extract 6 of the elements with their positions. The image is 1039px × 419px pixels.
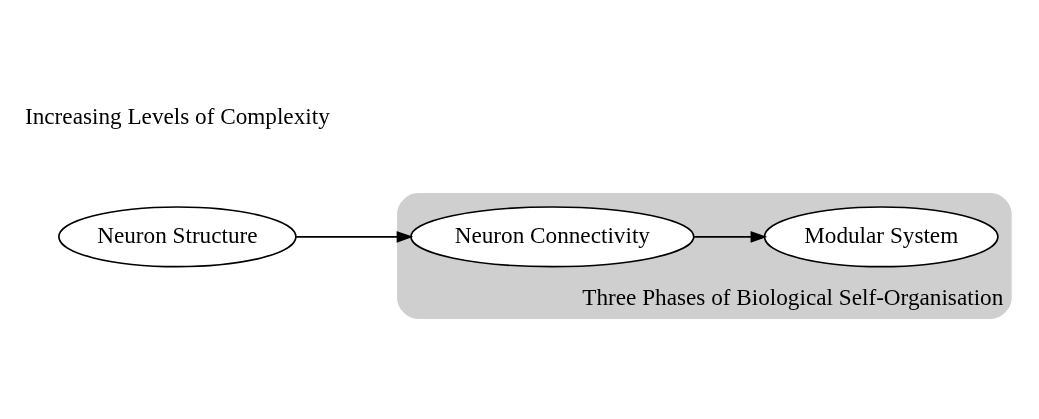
arrow bbox=[693, 231, 768, 243]
node-ellipse: Neuron Structure bbox=[58, 206, 297, 268]
arrow bbox=[295, 231, 414, 243]
node-ellipse: Neuron Connectivity bbox=[410, 206, 695, 268]
node-ellipse: Modular System bbox=[763, 206, 999, 268]
label: Increasing Levels of Complexity bbox=[24, 102, 330, 129]
